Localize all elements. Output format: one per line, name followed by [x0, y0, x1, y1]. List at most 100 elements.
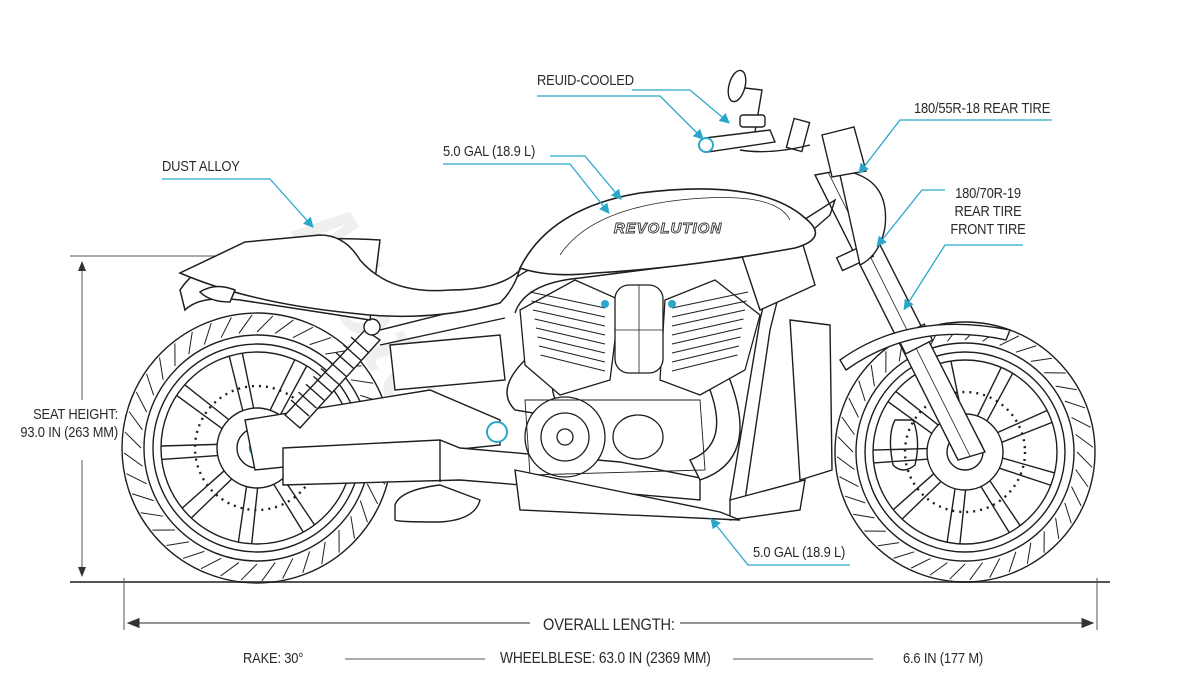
- rake-label: RAKE: 30°: [243, 650, 304, 667]
- rear-tread-groove: [238, 314, 253, 334]
- frame-cradle: [514, 469, 741, 521]
- rear-tread-groove: [325, 350, 348, 355]
- callout-fuel-top: 5.0 GAL (18.9 L): [443, 143, 536, 160]
- front-spoke: [997, 409, 1048, 434]
- leader-fuel-top-2: [550, 155, 622, 200]
- ground-clearance-label: 6.6 IN (177 M): [903, 650, 984, 667]
- seat: [178, 234, 521, 321]
- front-spoke: [986, 372, 1014, 422]
- front-brake-caliper: [889, 419, 919, 471]
- front-spoke: [999, 467, 1051, 486]
- rear-spoke: [250, 487, 259, 544]
- front-spoke: [887, 401, 933, 435]
- spring-coil: [343, 344, 362, 362]
- front-spoke: [989, 480, 1021, 527]
- callout-seat-material: DUST ALLOY: [162, 158, 240, 175]
- rear-spokes: [161, 352, 351, 544]
- front-tread-groove: [1015, 345, 1037, 353]
- rear-tread-groove: [321, 541, 326, 565]
- seat-height-label-block: SEAT HEIGHT: 93.0 IN (263 MM): [0, 406, 118, 442]
- front-tread-groove: [839, 476, 859, 488]
- front-spoke: [873, 458, 928, 464]
- rear-tread-groove: [128, 411, 143, 431]
- front-tread-groove: [929, 562, 948, 576]
- derby-cover: [612, 414, 664, 460]
- front-tread-groove: [1064, 502, 1072, 524]
- rear-tread-groove: [309, 337, 332, 346]
- tank-brand: REVOLUTION: [614, 220, 723, 237]
- spring-coil: [290, 399, 310, 417]
- rear-tread-groove: [124, 431, 142, 449]
- rear-tread-groove: [200, 557, 222, 570]
- cylinder-fin: [671, 318, 744, 336]
- leader-cooling-grip: [537, 95, 704, 140]
- cylinder-fin: [538, 345, 606, 363]
- front-tread-groove: [844, 495, 866, 504]
- leader-rear-tire-top: [858, 119, 1052, 175]
- cylinder-fin: [529, 291, 606, 309]
- front-tread-groove: [836, 456, 855, 470]
- headlight-assembly: [785, 117, 887, 267]
- handlebar: [698, 69, 811, 153]
- cylinder-fin: [671, 309, 746, 327]
- rear-tread-groove: [140, 512, 164, 517]
- front-spoke: [892, 473, 935, 511]
- front-rim-inner: [872, 359, 1058, 545]
- spring-coil: [328, 360, 347, 378]
- overall-length-label: OVERALL LENGTH:: [543, 615, 675, 634]
- front-spoke: [1001, 421, 1053, 443]
- rear-tread-groove: [123, 452, 143, 467]
- front-spoke: [895, 390, 939, 426]
- leader-fuel-bottom: [710, 517, 850, 566]
- shock-top-mount: [363, 318, 381, 336]
- front-tread-groove: [877, 542, 900, 547]
- rear-spoke: [181, 470, 225, 509]
- front-tread-groove: [949, 563, 966, 580]
- cylinder-fins: [529, 291, 749, 372]
- front-tread-groove: [1055, 385, 1077, 391]
- headlight: [839, 171, 887, 267]
- front-tread-groove: [1071, 416, 1091, 428]
- callout-fuel-bottom: 5.0 GAL (18.9 L): [753, 544, 846, 561]
- front-tread-groove: [1064, 400, 1086, 409]
- front-spoke: [980, 486, 1010, 533]
- cylinder-fin: [534, 318, 606, 336]
- gauge: [785, 117, 811, 153]
- front-tire-inner: [855, 342, 1075, 562]
- cylinder-fin: [671, 354, 738, 372]
- rear-spoke: [237, 486, 248, 543]
- engine: [519, 279, 761, 478]
- tank-inner-line: [559, 197, 791, 256]
- rear-tread-groove: [350, 516, 355, 539]
- front-tread-groove: [1075, 434, 1094, 448]
- rear-tread-groove: [159, 357, 164, 380]
- front-tread-groove: [837, 436, 854, 453]
- front-tread-groove: [969, 562, 983, 581]
- front-rim-outer: [864, 351, 1066, 553]
- rear-tread-groove: [203, 322, 212, 345]
- front-tread-groove: [989, 558, 1001, 578]
- front-spoke: [1002, 457, 1055, 474]
- leader-cooling-bar: [632, 89, 730, 124]
- frame: [379, 198, 837, 523]
- grip-end: [698, 137, 714, 153]
- fuel-tank: REVOLUTION: [518, 188, 817, 276]
- leader-tire-stack-2: [903, 244, 1023, 311]
- rear-spoke: [273, 483, 304, 533]
- seat-pan: [178, 234, 521, 318]
- rear-tread-groove: [131, 493, 154, 502]
- callout-leaders: [162, 89, 1052, 566]
- front-tread-groove: [910, 558, 931, 569]
- spring-coil: [320, 367, 340, 386]
- rear-tread-groove: [135, 391, 148, 413]
- leader-tire-stack-1: [876, 189, 945, 248]
- cylinder-fin: [540, 354, 606, 372]
- front-tread-groove: [848, 397, 859, 418]
- brake-lever: [739, 144, 811, 153]
- front-spoke: [946, 488, 956, 543]
- cylinder-fin: [532, 309, 606, 327]
- front-spoke: [976, 367, 1002, 417]
- rear-spoke: [269, 359, 296, 411]
- callout-cooling: REUID-COOLED: [537, 72, 634, 89]
